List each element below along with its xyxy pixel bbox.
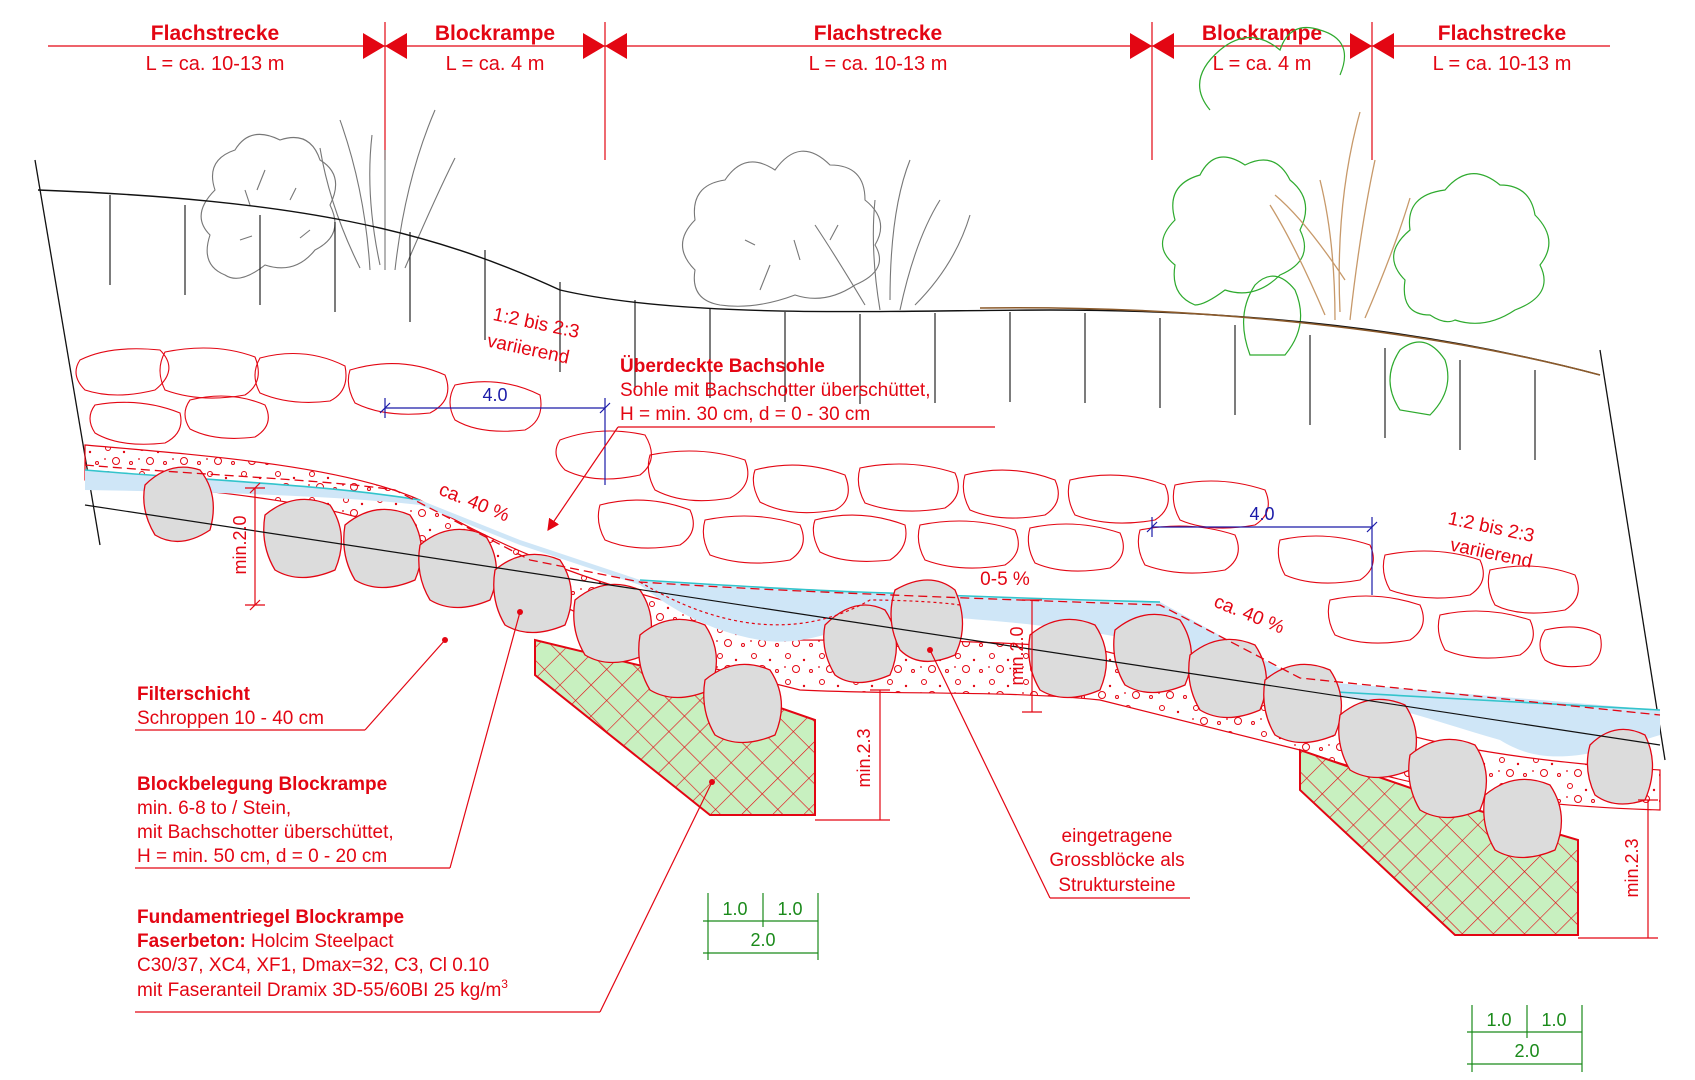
section-marker-2	[583, 33, 627, 59]
callout-bachsohle-line-1: Sohle mit Bachschotter überschüttet,	[620, 380, 931, 401]
callout-blockbelegung-line-3: H = min. 50 cm, d = 0 - 20 cm	[137, 846, 387, 867]
dimension-width-2-label: 4.0	[1249, 504, 1274, 524]
section-title-flat-2: Flachstrecke	[814, 22, 942, 45]
dimension-fundament-a-label: min.2.3	[854, 728, 874, 787]
section-marker-4	[1350, 33, 1394, 59]
section-length-flat-3: L = ca. 10-13 m	[1433, 53, 1572, 75]
section-title-flat-1: Flachstrecke	[151, 22, 279, 45]
callout-fundament-subtitle-rest: Holcim Steelpact	[246, 931, 395, 952]
callout-bachsohle-line-2: H = min. 30 cm, d = 0 - 30 cm	[620, 404, 870, 425]
scale-bar-2-total: 2.0	[1514, 1041, 1539, 1061]
gradient-ramp-2: ca. 40 %	[1211, 591, 1288, 638]
scale-bar-1-total: 2.0	[750, 930, 775, 950]
slope-note-left: 1:2 bis 2:3 variierend	[485, 304, 581, 368]
shrubs-green	[1161, 26, 1550, 416]
callout-blockbelegung-line-2: mit Bachschotter überschüttet,	[137, 822, 394, 843]
callout-filterschicht-line-1: Schroppen 10 - 40 cm	[137, 708, 324, 729]
callout-filterschicht-title: Filterschicht	[137, 684, 251, 705]
callout-fundament-subtitle-bold: Faserbeton:	[137, 931, 246, 952]
section-title-ramp-2: Blockrampe	[1202, 22, 1322, 45]
dimension-fundament-a	[815, 689, 890, 821]
shrubs-grey	[200, 109, 971, 311]
scale-bar-2-part-a: 1.0	[1486, 1010, 1511, 1030]
scale-bar-1	[703, 893, 819, 960]
callout-grossbloecke-line-3: Struktursteine	[1058, 875, 1175, 896]
reference-lines	[84, 464, 1661, 746]
section-length-ramp-2: L = ca. 4 m	[1213, 53, 1312, 75]
dimension-fundament-b-label: min.2.3	[1622, 838, 1642, 897]
bank-stones	[75, 347, 1602, 668]
callout-fundament-subtitle: Faserbeton: Holcim Steelpact	[137, 931, 394, 952]
callout-bachsohle-title: Überdeckte Bachsohle	[620, 356, 825, 377]
callout-filterschicht: Filterschicht Schroppen 10 - 40 cm	[135, 637, 448, 731]
dimension-depth-b	[1022, 599, 1042, 713]
callout-fundament-line-2-text: mit Faseranteil Dramix 3D-55/60BI 25 kg/…	[137, 980, 501, 1001]
scale-bar-2	[1467, 1005, 1583, 1072]
callout-blockbelegung: Blockbelegung Blockrampe min. 6-8 to / S…	[135, 609, 523, 869]
section-length-flat-1: L = ca. 10-13 m	[146, 53, 285, 75]
section-length-ramp-1: L = ca. 4 m	[446, 53, 545, 75]
callout-bachsohle: Überdeckte Bachsohle Sohle mit Bachschot…	[547, 356, 995, 531]
callout-grossbloecke-line-2: Grossblöcke als	[1049, 850, 1184, 871]
bank-top	[34, 159, 1666, 761]
dimension-depth-a-label: min.2.0	[230, 515, 250, 574]
slope-note-right: 1:2 bis 2:3 variierend	[1446, 508, 1536, 572]
dimension-fundament-b	[1578, 799, 1658, 939]
callout-fundament-line-2: mit Faseranteil Dramix 3D-55/60BI 25 kg/…	[137, 977, 508, 1001]
callout-fundament: Fundamentriegel Blockrampe Faserbeton: H…	[135, 779, 715, 1013]
dimension-width-1-label: 4.0	[482, 385, 507, 405]
dimension-depth-a	[245, 482, 265, 611]
callout-fundament-line-1: C30/37, XC4, XF1, Dmax=32, C3, Cl 0.10	[137, 955, 489, 976]
dimension-width-2	[1146, 517, 1378, 595]
gradient-flat: 0-5 %	[980, 569, 1030, 590]
section-marker-3	[1130, 33, 1174, 59]
callout-fundament-title: Fundamentriegel Blockrampe	[137, 907, 404, 928]
section-title-flat-3: Flachstrecke	[1438, 22, 1566, 45]
scale-bar-2-part-b: 1.0	[1541, 1010, 1566, 1030]
section-header: Flachstrecke L = ca. 10-13 m Blockrampe …	[48, 22, 1610, 160]
section-title-ramp-1: Blockrampe	[435, 22, 555, 45]
ramp-blocks	[143, 466, 1654, 859]
dimension-depth-b-label: min.2.0	[1007, 626, 1027, 685]
callout-grossbloecke: eingetragene Grossblöcke als Strukturste…	[927, 647, 1190, 899]
callout-fundament-superscript: 3	[501, 977, 508, 991]
scale-bar-1-part-a: 1.0	[722, 899, 747, 919]
callout-blockbelegung-line-1: min. 6-8 to / Stein,	[137, 798, 291, 819]
dimension-width-1	[379, 398, 611, 485]
callout-blockbelegung-title: Blockbelegung Blockrampe	[137, 774, 387, 795]
scale-bar-1-part-b: 1.0	[777, 899, 802, 919]
callout-grossbloecke-line-1: eingetragene	[1062, 826, 1173, 847]
section-marker-1	[363, 33, 407, 59]
tree-brown	[1269, 111, 1411, 321]
section-length-flat-2: L = ca. 10-13 m	[809, 53, 948, 75]
